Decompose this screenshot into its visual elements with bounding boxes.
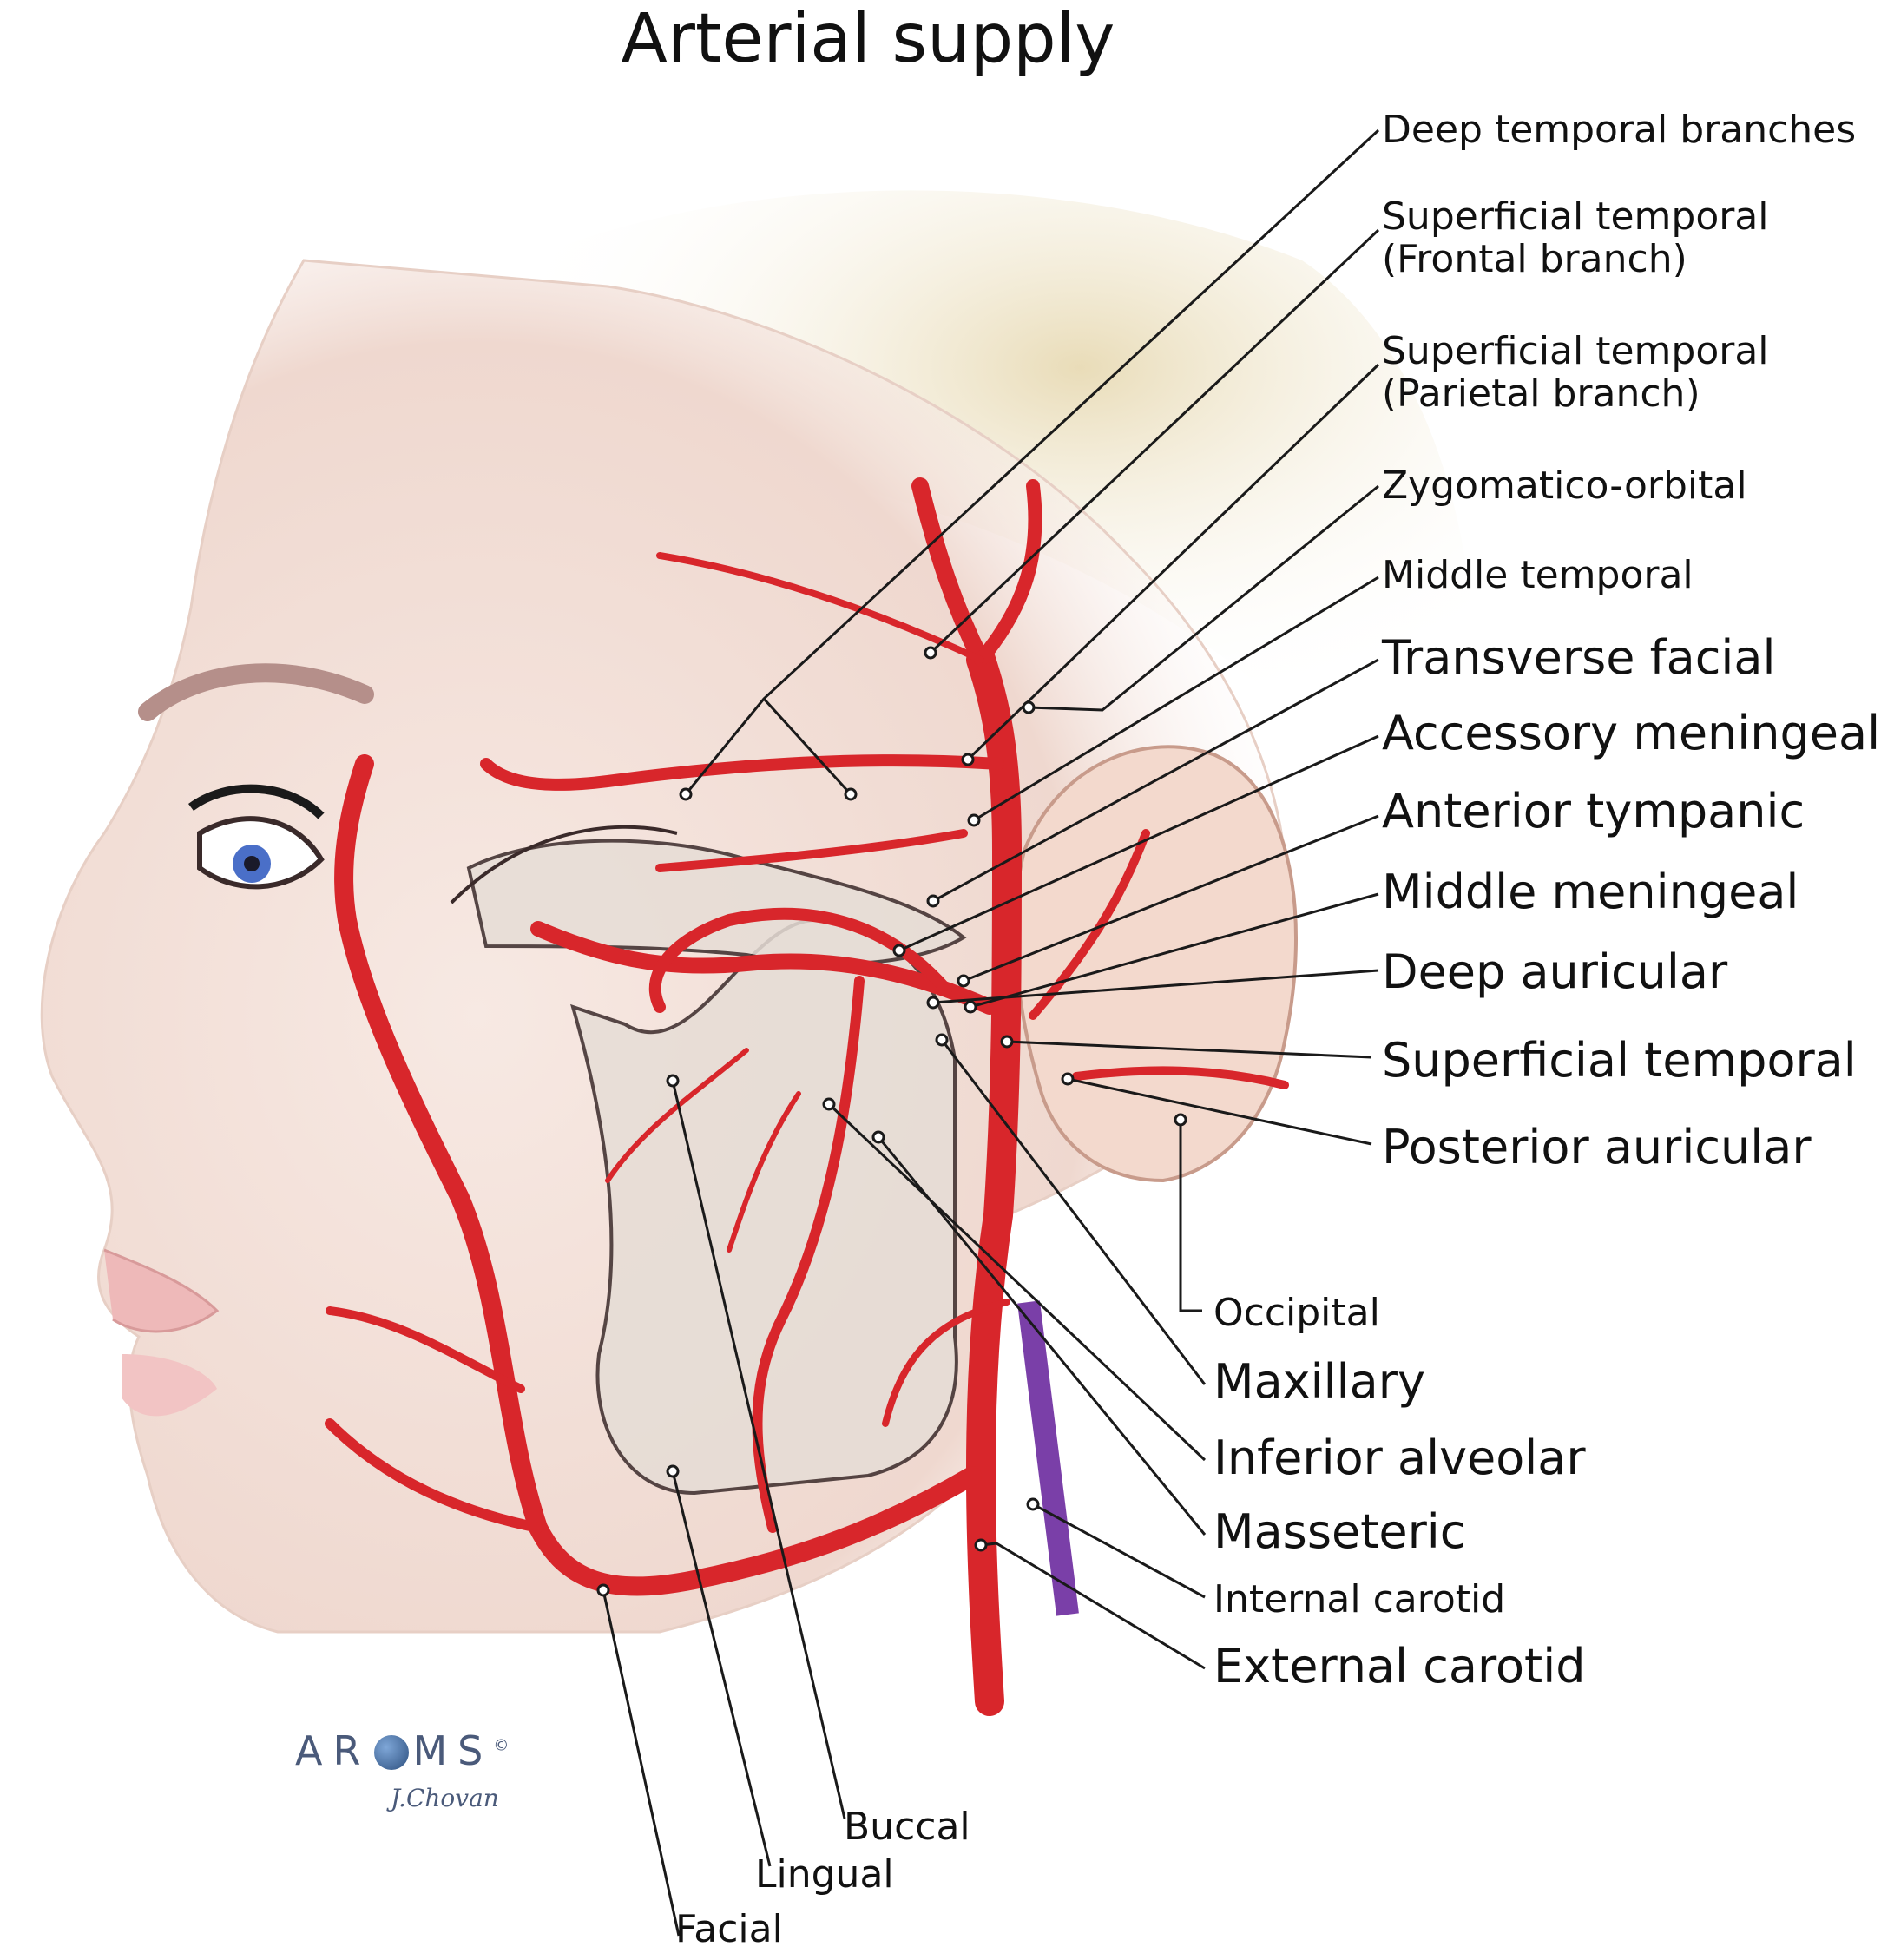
label-external-carotid: External carotid [1213, 1639, 1586, 1694]
label-zygomatico-orbital: Zygomatico-orbital [1382, 464, 1747, 508]
zygomatic-arch [466, 839, 967, 966]
label-accessory-meningeal: Accessory meningeal [1382, 706, 1881, 760]
ear [1013, 745, 1298, 1183]
label-masseteric: Masseteric [1213, 1504, 1466, 1559]
label-inferior-alveolar: Inferior alveolar [1213, 1431, 1586, 1485]
label-deep-temporal-branches: Deep temporal branches [1382, 108, 1857, 152]
label-anterior-tympanic: Anterior tympanic [1382, 784, 1805, 839]
label-superficial-temporal-parietal-line2: (Parietal branch) [1382, 372, 1700, 417]
label-buccal: Buccal [844, 1805, 970, 1849]
label-superficial-temporal: Superficial temporal [1382, 1033, 1857, 1088]
label-facial: Facial [675, 1907, 783, 1951]
label-superficial-temporal-frontal-line2: (Frontal branch) [1382, 237, 1687, 282]
facial-vessel [334, 754, 982, 1596]
globe-icon [374, 1735, 410, 1770]
label-lingual: Lingual [755, 1852, 894, 1897]
label-middle-temporal: Middle temporal [1382, 553, 1694, 597]
label-superficial-temporal-frontal: Superficial temporal (Frontal branch) [1382, 195, 1769, 281]
label-posterior-auricular: Posterior auricular [1382, 1120, 1812, 1174]
external-carotid-vessel [966, 645, 1023, 1716]
maxillary-vessel [530, 921, 997, 1015]
eyebrow [138, 663, 374, 721]
artist-signature: J.Chovan [391, 1784, 499, 1812]
label-superficial-temporal-parietal-line1: Superficial temporal [1382, 329, 1769, 373]
figure-title: Arterial supply [621, 0, 1115, 78]
orbit-rim [450, 825, 678, 904]
label-middle-meningeal: Middle meningeal [1382, 865, 1799, 919]
label-superficial-temporal-frontal-line1: Superficial temporal [1382, 194, 1769, 239]
lips [103, 1248, 220, 1333]
anchor-dots [596, 646, 1187, 1597]
label-occipital: Occipital [1213, 1291, 1380, 1335]
label-transverse-facial: Transverse facial [1382, 630, 1776, 685]
label-superficial-temporal-parietal: Superficial temporal (Parietal branch) [1382, 330, 1769, 416]
label-maxillary: Maxillary [1213, 1354, 1425, 1409]
label-internal-carotid: Internal carotid [1213, 1577, 1506, 1621]
label-deep-auricular: Deep auricular [1382, 944, 1728, 999]
leader-lines [602, 128, 1380, 1937]
internal-carotid-vessel [1017, 1300, 1079, 1616]
